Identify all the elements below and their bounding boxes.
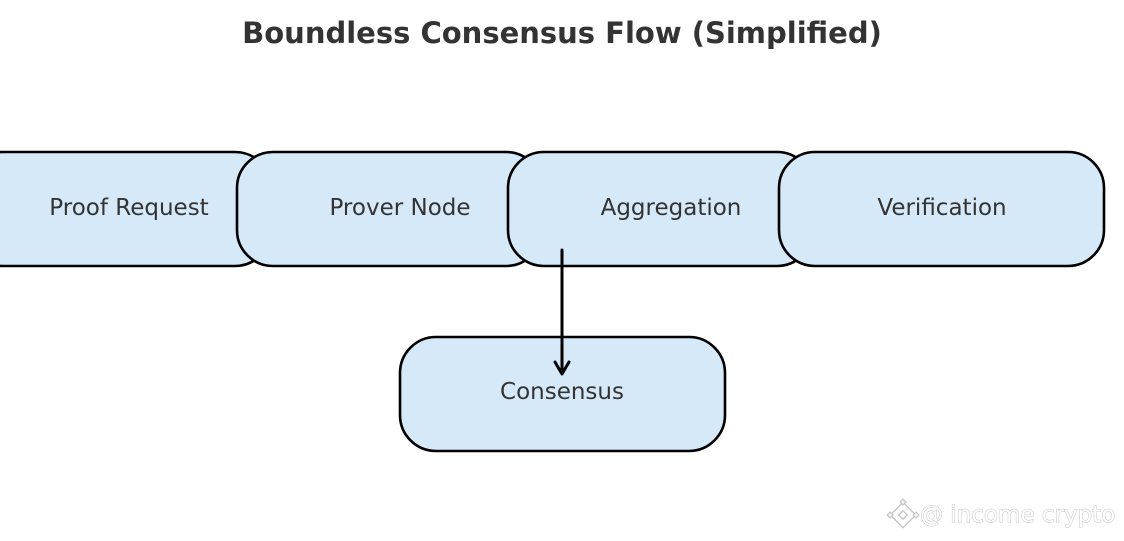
- binance-diamond-icon: [886, 498, 920, 529]
- node-aggregation: Aggregation: [506, 150, 815, 268]
- node-label-aggregation: Aggregation: [601, 195, 742, 221]
- node-label-verification: Verification: [877, 195, 1006, 221]
- node-label-prover-node: Prover Node: [329, 195, 470, 221]
- node-prover-node: Prover Node: [235, 150, 544, 268]
- watermark: @ income crypto: [886, 498, 1116, 529]
- node-label-proof-request: Proof Request: [49, 195, 208, 221]
- diagram-title: Boundless Consensus Flow (Simplified): [242, 16, 882, 50]
- node-consensus: Consensus: [398, 335, 727, 453]
- node-label-consensus: Consensus: [500, 379, 624, 405]
- edge-aggregation-to-consensus: [553, 248, 571, 376]
- node-verification: Verification: [777, 150, 1106, 268]
- nodes-layer: Proof Request Prover Node Aggregation Ve…: [0, 150, 1106, 453]
- watermark-text: @ income crypto: [920, 502, 1115, 528]
- node-proof-request: Proof Request: [0, 150, 273, 268]
- arrowhead-icon: [553, 360, 571, 376]
- node-box: [777, 150, 1106, 268]
